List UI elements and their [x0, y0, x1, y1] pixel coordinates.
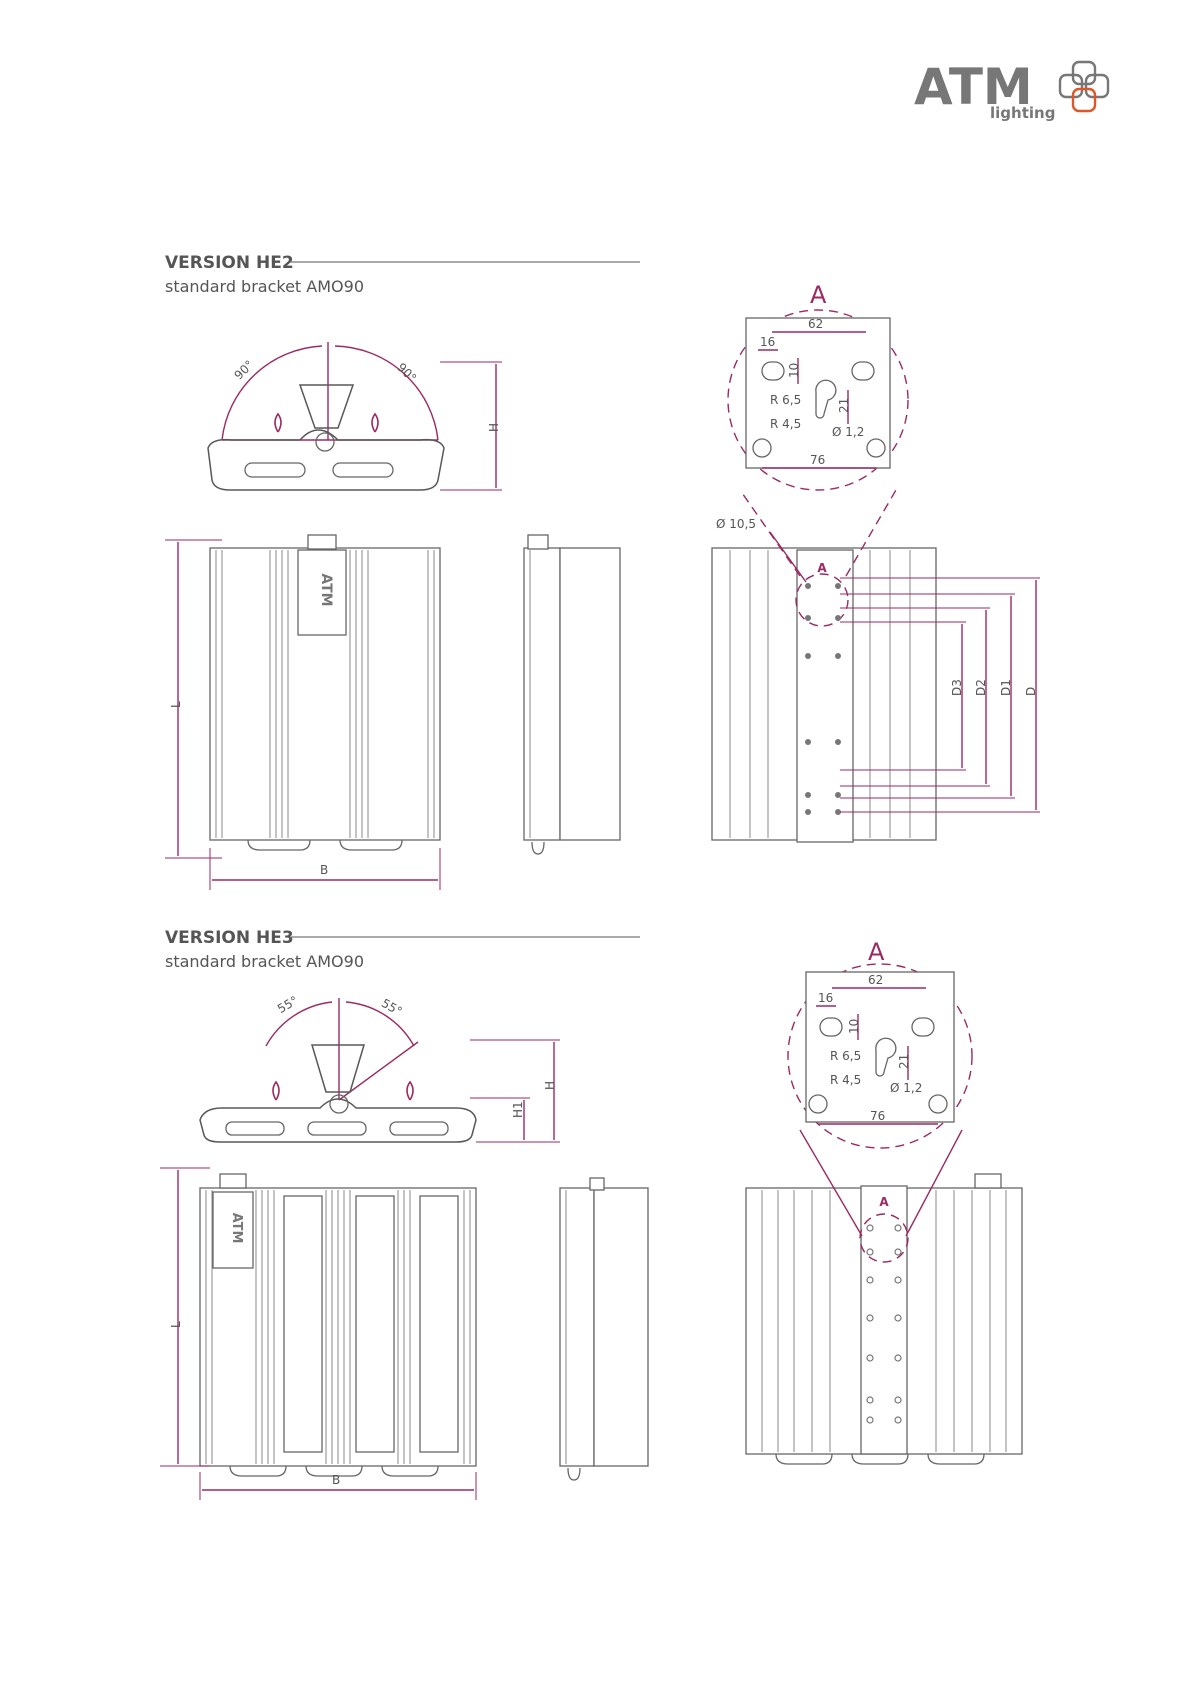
he2-d-label: D — [1024, 687, 1038, 696]
he3-angle-left: 55° — [275, 993, 300, 1016]
he3-title: VERSION HE3 — [165, 928, 294, 948]
he2-back-view: A D3 D2 D1 D Ø 10,5 — [712, 490, 1040, 842]
he2-front-badge: ATM — [318, 573, 334, 606]
he3-detail-62: 62 — [868, 973, 883, 987]
he2-h-label: H — [487, 423, 501, 432]
he3-h1-label: H1 — [511, 1101, 525, 1118]
he2-detail-62: 62 — [808, 317, 823, 331]
he3-detail-r45: R 4,5 — [830, 1073, 861, 1087]
he2-title: VERSION HE2 — [165, 253, 294, 273]
he2-detail-r65: R 6,5 — [770, 393, 801, 407]
he2-detail-10: 10 — [787, 363, 801, 378]
he3-detail-10: 10 — [847, 1019, 861, 1034]
he2-d1-label: D1 — [999, 679, 1013, 696]
he2-end-view: 90° 90° H — [208, 342, 502, 490]
he3-detail-letter: A — [868, 938, 885, 966]
he3-front-view: ATM L B — [160, 1168, 476, 1500]
he2-back-detail-letter: A — [817, 561, 827, 575]
he2-hole-diameter: Ø 10,5 — [716, 517, 756, 531]
he3-b-label: B — [332, 1473, 340, 1487]
he2-side-view — [524, 535, 620, 854]
he2-detail-76: 76 — [810, 453, 825, 467]
he2-detail-a: A 62 16 10 21 R 6,5 R 4,5 Ø 1,2 76 — [728, 281, 908, 490]
he2-l-label: L — [169, 701, 183, 708]
he3-detail-r65: R 6,5 — [830, 1049, 861, 1063]
he2-d2-label: D2 — [974, 679, 988, 696]
he2-detail-21: 21 — [837, 398, 851, 413]
he2-angle-left: 90° — [232, 358, 257, 383]
he2-angle-right: 90° — [394, 360, 419, 385]
he3-detail-76: 76 — [870, 1109, 885, 1123]
he3-front-badge: ATM — [229, 1213, 244, 1244]
he3-detail-21: 21 — [897, 1054, 911, 1069]
logo-sub: lighting — [990, 104, 1055, 122]
he3-detail-a: A 62 16 10 21 R 6,5 R 4,5 Ø 1,2 76 — [788, 938, 972, 1148]
atm-lighting-logo: ATM lighting — [914, 58, 1108, 122]
he3-l-label: L — [169, 1321, 183, 1328]
he2-detail-r45: R 4,5 — [770, 417, 801, 431]
he2-d3-label: D3 — [950, 679, 964, 696]
logo-squares-icon — [1060, 62, 1108, 111]
he2-detail-d12: Ø 1,2 — [832, 425, 864, 439]
he3-back-detail-letter: A — [879, 1195, 889, 1209]
he2-detail-letter: A — [810, 281, 827, 309]
he2-detail-16: 16 — [760, 335, 775, 349]
he3-h-label: H — [543, 1081, 557, 1090]
he3-back-view: A — [746, 1130, 1022, 1464]
he3-angle-right: 55° — [379, 996, 404, 1019]
he2-b-label: B — [320, 863, 328, 877]
he3-end-view: 55° 55° H H1 — [200, 993, 560, 1142]
he3-detail-16: 16 — [818, 991, 833, 1005]
he3-side-view — [560, 1178, 648, 1480]
he2-front-view: ATM L B — [165, 535, 440, 890]
he2-subtitle: standard bracket AMO90 — [165, 277, 364, 296]
he3-subtitle: standard bracket AMO90 — [165, 952, 364, 971]
he3-detail-d12: Ø 1,2 — [890, 1081, 922, 1095]
